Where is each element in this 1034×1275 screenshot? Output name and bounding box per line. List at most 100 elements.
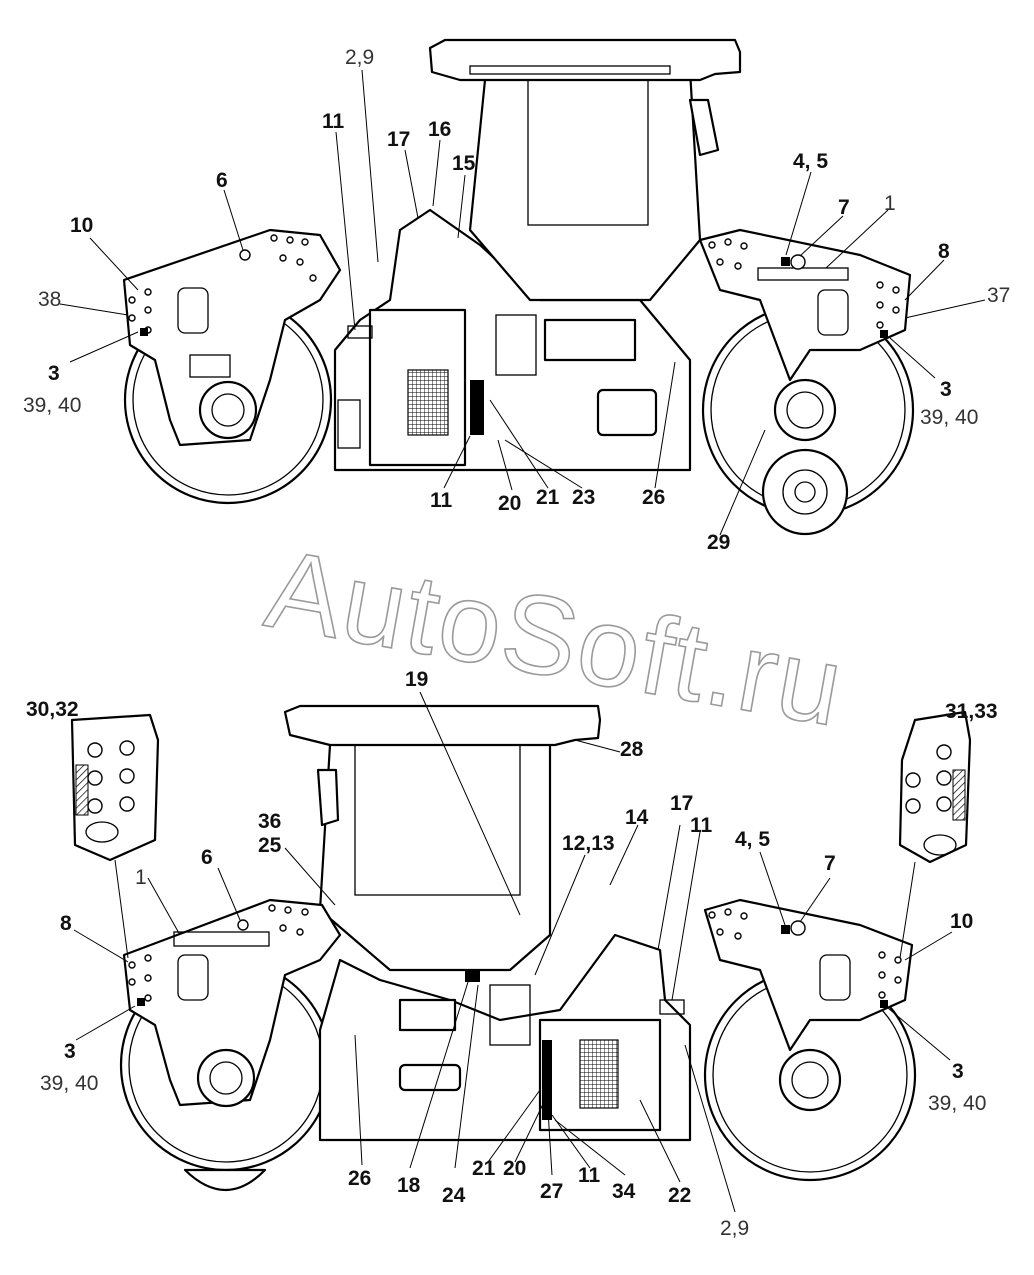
callout-24: 24 [442, 1184, 466, 1207]
panel-lower [596, 388, 658, 437]
callout-37: 37 [987, 284, 1010, 307]
marker-11-strip [542, 1040, 552, 1120]
engine-door-lower [538, 1018, 662, 1132]
mirror-lower [316, 768, 340, 827]
callout-4-5: 4, 5 [793, 150, 828, 173]
callout-39-40-right: 39, 40 [920, 406, 978, 429]
roof [428, 38, 742, 82]
callout-21: 21 [536, 486, 560, 509]
callout-26: 26 [642, 486, 665, 509]
engine-grille-lower [579, 1039, 619, 1109]
callout-1: 1 [884, 192, 896, 215]
roof-trim [469, 65, 671, 75]
callout-39-40: 39, 40 [23, 394, 81, 417]
decal-panel [337, 399, 361, 449]
callout-11-lower-2: 11 [578, 1164, 601, 1187]
callout-25: 25 [258, 834, 282, 857]
callout-6: 6 [216, 169, 228, 192]
callout-17: 17 [387, 128, 410, 151]
callout-10: 10 [70, 214, 93, 237]
marker-18 [465, 970, 480, 982]
marker-3-left [140, 328, 148, 336]
left-light [177, 287, 209, 334]
callout-17-lower: 17 [670, 792, 693, 815]
right-light [817, 289, 849, 336]
callout-19: 19 [405, 668, 428, 691]
callout-3-right: 3 [940, 378, 952, 401]
callout-14: 14 [625, 806, 649, 829]
tow-wheel [761, 448, 849, 536]
control-box-lower [489, 984, 531, 1046]
detail-panel-left [70, 713, 160, 959]
marker-3-right-lower [880, 1000, 888, 1008]
control-box [495, 314, 537, 376]
roof-lower [283, 704, 602, 747]
callouts-bottom: 30,32 19 28 31,33 36 25 12,13 14 17 11 4… [26, 668, 998, 1240]
callout-31-33: 31,33 [945, 700, 998, 723]
callout-12-13: 12,13 [562, 832, 615, 855]
callout-39-40-lower-right: 39, 40 [928, 1092, 986, 1115]
cab [468, 68, 702, 302]
tow-wheel-lower [183, 1168, 267, 1191]
right-frame-plate-lower [703, 898, 914, 1052]
marker-4-5-lower [781, 925, 790, 934]
callout-18: 18 [397, 1174, 421, 1197]
marker-11-bottom [470, 380, 484, 435]
callout-1-lower: 1 [135, 866, 147, 889]
mirror [688, 98, 720, 157]
marker-6-lower [237, 919, 249, 931]
callout-22: 22 [668, 1184, 691, 1207]
left-hub-lower [196, 1048, 256, 1108]
decal-1-strip [757, 267, 849, 281]
callout-23: 23 [572, 486, 595, 509]
callout-34: 34 [612, 1180, 636, 1203]
engine-grille [407, 369, 449, 436]
marker-7-lower [790, 920, 806, 936]
step-lower [398, 998, 457, 1032]
callout-26-lower: 26 [348, 1167, 371, 1190]
marker-3-left-lower [137, 998, 145, 1006]
right-hub-lower [778, 1048, 842, 1112]
callout-20: 20 [498, 492, 521, 515]
callout-11-lower: 11 [690, 814, 713, 837]
callout-3: 3 [48, 362, 60, 385]
callouts-top: 2,9 11 17 16 15 6 10 38 3 39, 40 4, 5 7 … [23, 46, 1010, 554]
callout-4-5-lower: 4, 5 [735, 828, 770, 851]
callout-30-32: 30,32 [26, 698, 79, 721]
callout-7-lower: 7 [824, 852, 836, 875]
callout-6-lower: 6 [201, 846, 213, 869]
callout-10-lower: 10 [950, 910, 973, 933]
marker-7 [790, 254, 806, 270]
roller-side-view-top [122, 38, 915, 536]
decal-1-strip-lower [173, 931, 270, 947]
panel-lower-2 [398, 1063, 462, 1092]
marker-4-5 [781, 257, 790, 266]
detail-panel-right [898, 710, 972, 959]
callout-11: 11 [322, 110, 345, 133]
right-frame-plate [698, 228, 912, 382]
right-hub [773, 378, 837, 442]
frame-holes-lower [128, 904, 902, 1002]
callout-7: 7 [838, 196, 850, 219]
callout-8-lower: 8 [60, 912, 72, 935]
callout-2-9: 2,9 [345, 46, 374, 69]
roller-side-view-bottom [70, 704, 972, 1191]
callout-38: 38 [38, 288, 61, 311]
callout-39-40-lower-left: 39, 40 [40, 1072, 98, 1095]
callout-15: 15 [452, 152, 476, 175]
left-hub [198, 380, 258, 440]
frame-holes [128, 234, 900, 334]
marker-11-top [347, 325, 373, 339]
callout-16: 16 [428, 118, 451, 141]
step-plate [543, 318, 637, 362]
callout-8: 8 [938, 240, 950, 263]
callout-36: 36 [258, 810, 281, 833]
callout-28: 28 [620, 738, 644, 761]
left-frame-plate [122, 228, 342, 447]
callout-3-lower-left: 3 [64, 1040, 76, 1063]
marker-6 [239, 249, 251, 261]
callout-3-lower-right: 3 [952, 1060, 964, 1083]
left-frame-plate-lower [122, 898, 342, 1107]
right-light-lower [819, 954, 851, 1001]
